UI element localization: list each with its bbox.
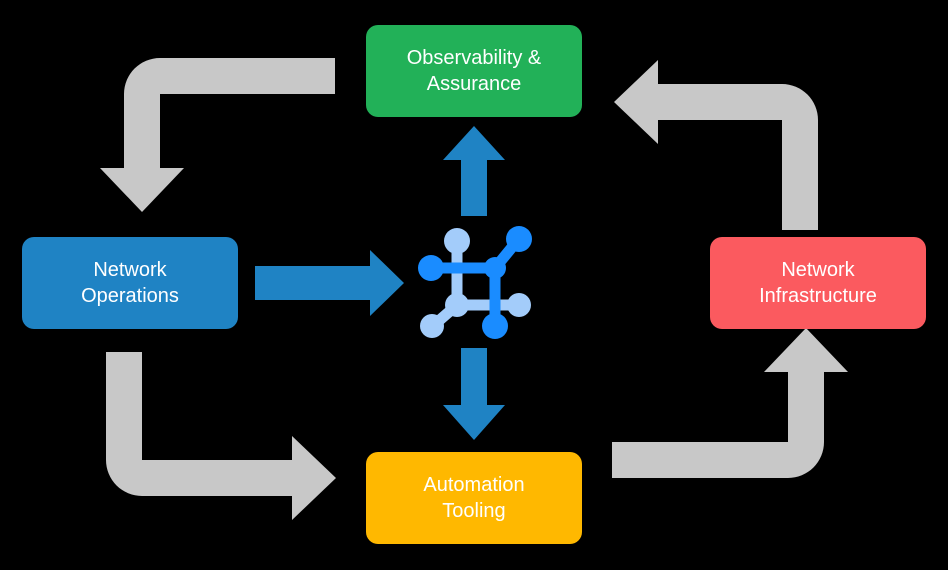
node-network-infrastructure-label: Network Infrastructure [759, 259, 877, 307]
arrow-observability-to-operations [100, 58, 335, 212]
arrow-operations-to-automation [106, 352, 336, 520]
network-topology-icon [418, 226, 532, 339]
arrow-hub-to-observability [443, 126, 505, 216]
node-network-operations[interactable]: Network Operations [22, 237, 238, 329]
arrow-automation-to-infrastructure [612, 328, 848, 478]
node-automation-tooling[interactable]: Automation Tooling [366, 452, 582, 544]
node-observability-assurance-label: Observability & Assurance [406, 47, 542, 95]
arrow-infrastructure-to-observability [614, 60, 818, 230]
node-automation-tooling-label: Automation Tooling [423, 474, 525, 522]
arrow-operations-to-hub [255, 250, 404, 316]
node-observability-assurance[interactable]: Observability & Assurance [366, 25, 582, 117]
node-network-operations-label: Network Operations [81, 259, 179, 307]
node-network-infrastructure[interactable]: Network Infrastructure [710, 237, 926, 329]
arrow-hub-to-automation [443, 348, 505, 440]
